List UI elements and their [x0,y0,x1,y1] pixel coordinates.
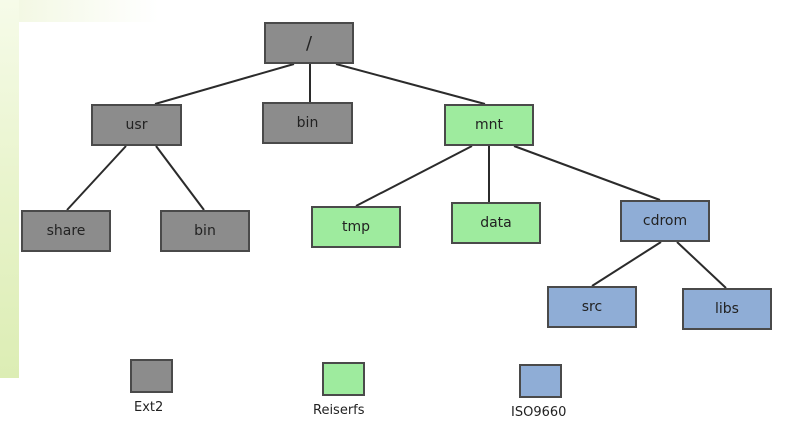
node-mnt-label: mnt [475,117,503,133]
node-bin-label: bin [296,115,319,131]
edge-mnt-tmp [355,145,473,207]
node-bin: bin [262,102,353,144]
node-libs: libs [682,288,772,330]
node-tmp: tmp [311,206,401,248]
node-cdrom: cdrom [620,200,710,242]
legend-ext2-label: Ext2 [134,400,164,415]
node-share-label: share [46,223,86,239]
node-tmp-label: tmp [341,219,370,235]
legend-reiserfs-label: Reiserfs [313,403,365,418]
node-usr: usr [91,104,182,146]
node-cdrom-label: cdrom [642,213,688,229]
legend-iso9660-label: ISO9660 [511,405,567,420]
edge-root-mnt [335,63,486,105]
edge-root-usr [154,63,295,105]
edge-cdrom-src [591,241,662,287]
decorative-side-strip [0,0,19,378]
legend-ext2-swatch [130,359,173,393]
node-root: / [264,22,354,64]
node-data-label: data [480,215,512,231]
edge-mnt-cdrom [513,145,661,201]
edge-usr-share [66,145,127,211]
node-data: data [451,202,541,244]
node-root-label: / [305,32,313,54]
decorative-top-strip [19,0,159,22]
legend-iso9660-swatch [519,364,562,398]
legend-reiserfs-swatch [322,362,365,396]
edge-cdrom-libs [676,241,727,289]
edge-usr-bin [155,145,205,211]
node-usr-label: usr [125,117,148,133]
node-usr-bin-label: bin [194,223,216,239]
node-src-label: src [581,299,603,315]
node-share: share [21,210,111,252]
node-mnt: mnt [444,104,534,146]
node-usr-bin: bin [160,210,250,252]
node-src: src [547,286,637,328]
node-libs-label: libs [715,301,739,317]
